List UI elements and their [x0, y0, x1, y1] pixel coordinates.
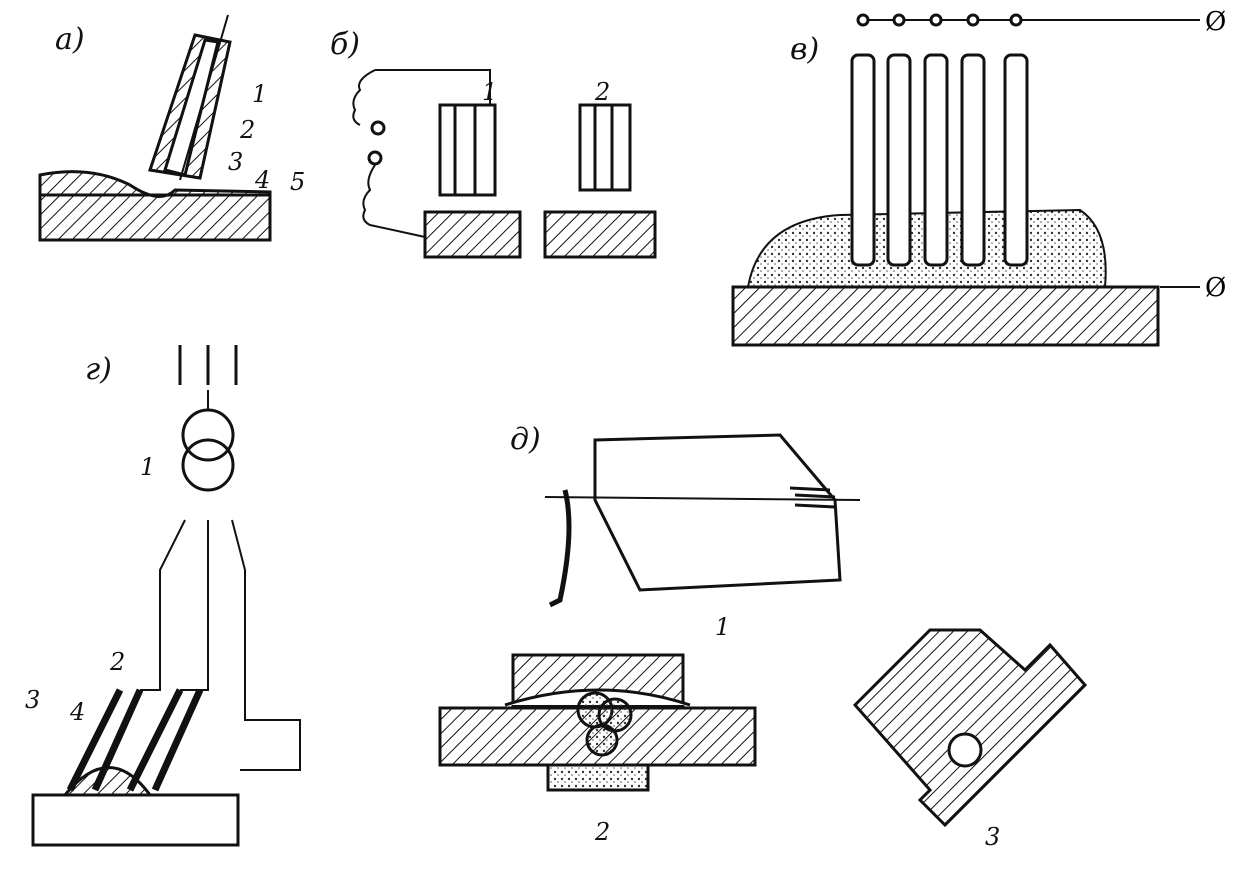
g-callout-3: 3: [25, 686, 41, 714]
panel-a-drawing: [38, 14, 272, 242]
panel-d-drawing: [438, 433, 1088, 828]
g-callout-2: 2: [110, 648, 126, 676]
panel-b-label: б): [330, 27, 361, 62]
d-callout-1: 1: [715, 613, 731, 641]
a-callout-2: 2: [240, 116, 256, 144]
panel-v-label: в): [790, 32, 820, 67]
panel-b-drawing: [352, 69, 657, 259]
g-callout-4: 4: [70, 698, 86, 726]
b-callout-2: 2: [595, 78, 611, 106]
a-callout-5: 5: [290, 168, 306, 196]
panel-v-drawing: [731, 13, 1200, 347]
a-callout-3: 3: [228, 148, 244, 176]
b-callout-1: 1: [482, 78, 498, 106]
a-callout-1: 1: [252, 80, 268, 108]
d-callout-2: 2: [595, 818, 611, 846]
terminal-top-symbol: Ø: [1205, 7, 1226, 37]
panel-a-label: а): [55, 22, 85, 57]
panel-g-label: г): [85, 352, 112, 387]
panel-d-label: д): [510, 422, 541, 457]
terminal-bottom-symbol: Ø: [1205, 273, 1226, 303]
g-callout-1: 1: [140, 453, 156, 481]
a-callout-4: 4: [255, 166, 271, 194]
d-callout-3: 3: [985, 823, 1001, 851]
panel-g-drawing: [31, 345, 301, 847]
